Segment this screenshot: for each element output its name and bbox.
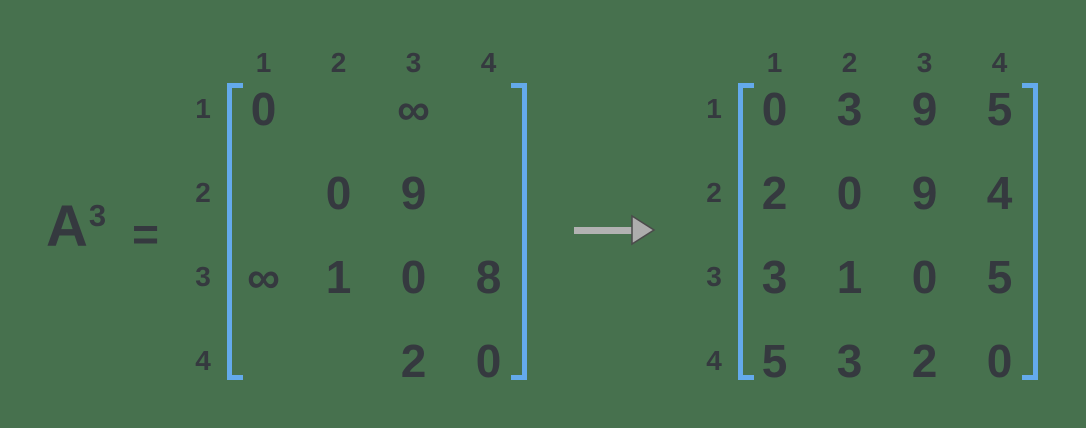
col-header: 3 [405,47,422,78]
matrix-cells: 0 ∞ 0 9 ∞ 1 0 8 2 0 [226,67,526,403]
col-header: 2 [841,47,858,78]
bracket-left-icon [227,83,243,380]
matrix-cell: 9 [911,83,938,135]
matrix-cell: 8 [475,251,502,303]
row-header: 3 [195,261,211,292]
row-header: 4 [706,345,722,376]
matrix-symbol: A [46,194,88,259]
matrix-cell [226,319,301,403]
matrix-cell [301,319,376,403]
matrix-cells: 0 3 9 5 2 0 9 4 3 1 0 5 5 3 2 0 [737,67,1037,403]
matrix-cell: 3 [836,335,863,387]
row-headers: 1 2 3 4 [188,67,218,403]
matrix-cell: 0 [325,167,352,219]
matrix-cell: ∞ [397,83,430,135]
matrix-cell: 0 [986,335,1013,387]
row-headers: 1 2 3 4 [699,67,729,403]
col-header: 4 [991,47,1008,78]
matrix-cell: 0 [475,335,502,387]
matrix-cell: 2 [761,167,788,219]
matrix-cell [226,151,301,235]
matrix-cell: 9 [911,167,938,219]
column-headers: 1 2 3 4 [737,40,1037,86]
matrix-power-label: A 3 = [46,194,160,260]
matrix-a-cubed: 1 2 3 4 1 2 3 4 0 ∞ 0 9 ∞ 1 0 8 [190,40,530,390]
matrix-cell: 0 [836,167,863,219]
matrix-cell: 1 [325,251,352,303]
matrix-cell [301,67,376,151]
col-header: 2 [330,47,347,78]
matrix-cell: 5 [986,83,1013,135]
bracket-right-icon [1022,83,1038,380]
matrix-cell: 4 [986,167,1013,219]
matrix-cell: 5 [986,251,1013,303]
matrix-cell: 0 [250,83,277,135]
matrix-exponent: 3 [88,198,107,233]
matrix-cell: 2 [400,335,427,387]
matrix-cell: 9 [400,167,427,219]
col-header: 3 [916,47,933,78]
matrix-cell: 3 [761,251,788,303]
matrix-cell: 0 [911,251,938,303]
matrix-cell: 1 [836,251,863,303]
col-header: 1 [766,47,783,78]
matrix-result: 1 2 3 4 1 2 3 4 0 3 9 5 2 0 9 4 3 1 0 5 … [701,40,1041,390]
row-header: 1 [706,93,722,124]
matrix-cell: 2 [911,335,938,387]
col-header: 4 [480,47,497,78]
right-arrow-icon [574,214,656,246]
row-header: 3 [706,261,722,292]
row-header: 1 [195,93,211,124]
matrix-cell [451,67,526,151]
bracket-right-icon [511,83,527,380]
bracket-left-icon [738,83,754,380]
matrix-cell [451,151,526,235]
column-headers: 1 2 3 4 [226,40,526,86]
matrix-cell: ∞ [247,251,280,303]
col-header: 1 [255,47,272,78]
matrix-cell: 0 [761,83,788,135]
row-header: 2 [706,177,722,208]
matrix-cell: 0 [400,251,427,303]
row-header: 4 [195,345,211,376]
matrix-cell: 5 [761,335,788,387]
matrix-cell: 3 [836,83,863,135]
row-header: 2 [195,177,211,208]
equals-sign: = [132,208,160,260]
